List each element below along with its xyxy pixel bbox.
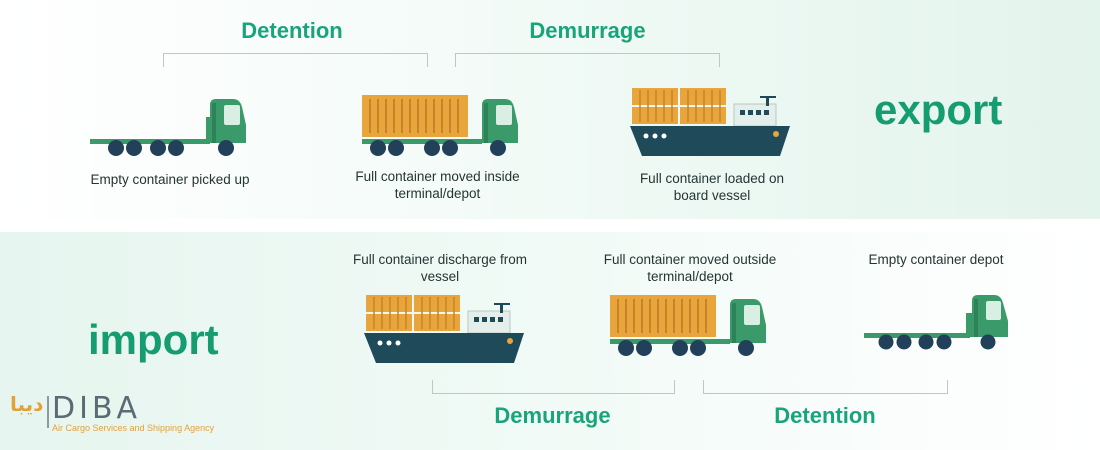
import-title: import <box>88 316 219 363</box>
export-title: export <box>874 86 1003 133</box>
export-detention-bracket <box>163 53 428 67</box>
import-detention-bracket <box>703 380 948 394</box>
import-step-2-caption: Full container moved outside terminal/de… <box>603 252 777 284</box>
export-cargo-ship-icon <box>630 88 790 156</box>
import-band <box>0 232 1100 450</box>
import-step-3-caption: Empty container depot <box>868 252 1004 267</box>
export-step-3-caption: Full container loaded on board vessel <box>639 171 785 203</box>
import-loaded-truck-icon <box>610 295 766 356</box>
import-demurrage-label: Demurrage <box>494 403 611 428</box>
diba-logo-tagline: Air Cargo Services and Shipping Agency <box>52 423 215 433</box>
export-step-1-caption: Empty container picked up <box>90 172 250 187</box>
import-demurrage-bracket <box>432 380 675 394</box>
export-band <box>0 0 1100 219</box>
diba-logo-name: DIBA <box>52 391 142 426</box>
export-loaded-truck-icon <box>362 95 518 156</box>
import-empty-truck-icon <box>864 295 1008 350</box>
export-empty-truck-icon <box>90 99 246 156</box>
export-step-2-caption: Full container moved inside terminal/dep… <box>355 169 520 201</box>
diba-logo-mark: ديبا <box>10 392 44 416</box>
logo-divider <box>47 396 49 428</box>
export-detention-label: Detention <box>241 18 343 43</box>
export-demurrage-label: Demurrage <box>529 18 646 43</box>
import-step-1-caption: Full container discharge from vessel <box>352 252 528 284</box>
import-cargo-ship-icon <box>364 295 524 363</box>
import-detention-label: Detention <box>774 403 876 428</box>
export-demurrage-bracket <box>455 53 720 67</box>
